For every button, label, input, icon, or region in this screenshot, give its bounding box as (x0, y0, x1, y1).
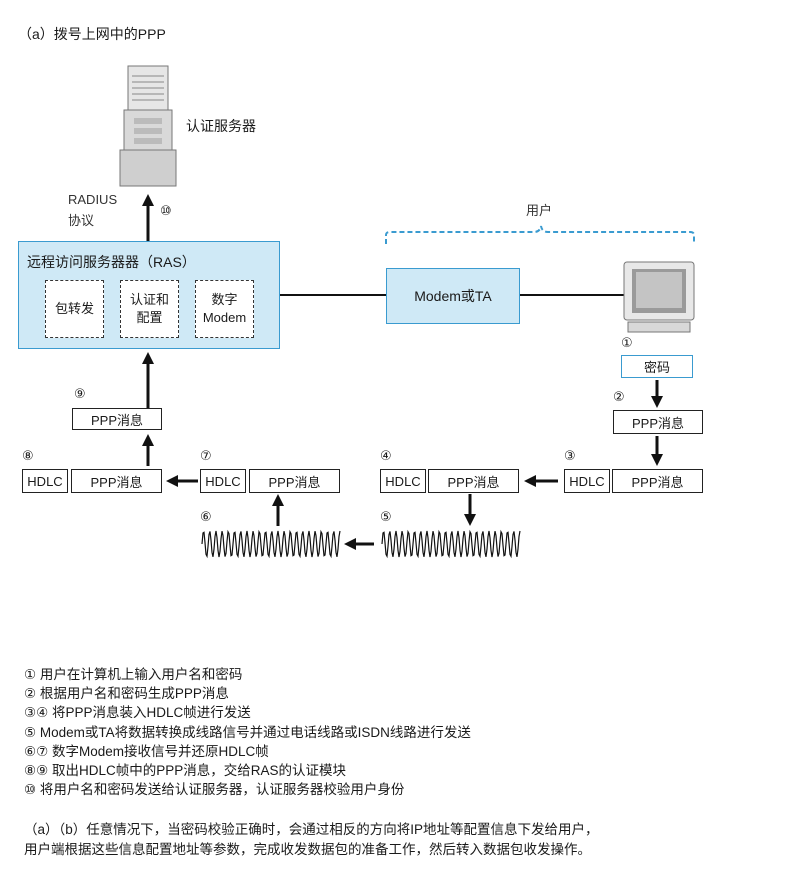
step-9: ⑨ (74, 386, 86, 401)
line-signal-waves (201, 529, 521, 559)
hdlc-7: HDLC (200, 469, 246, 493)
note-line: ① 用户在计算机上输入用户名和密码 (24, 667, 243, 682)
step-1: ① (621, 335, 633, 350)
step-10: ⑩ (160, 203, 172, 218)
hdlc-3: HDLC (564, 469, 610, 493)
hdlc-8: HDLC (22, 469, 68, 493)
user-label: 用户 (526, 203, 553, 218)
hdlc-4: HDLC (380, 469, 426, 493)
note-line: ⑤ Modem或TA将数据转换成线路信号并通过电话线路或ISDN线路进行发送 (24, 724, 471, 740)
notes-list: ① 用户在计算机上输入用户名和密码 ② 根据用户名和密码生成PPP消息 ③④ 将… (24, 665, 471, 799)
ras-module-packet-forward: 包转发 (45, 280, 104, 338)
step-3: ③ (564, 448, 576, 463)
note-line: ⑩ 将用户名和密码发送给认证服务器，认证服务器校验用户身份 (24, 782, 405, 798)
explanation-paragraph: （a）（b）任意情况下，当密码校验正确时，会通过相反的方向将IP地址等配置信息下… (24, 820, 599, 860)
ppp-message-2: PPP消息 (613, 410, 703, 434)
computer-icon (623, 261, 695, 333)
signal-wave (201, 529, 341, 559)
paragraph-line: （a）（b）任意情况下，当密码校验正确时，会通过相反的方向将IP地址等配置信息下… (24, 822, 599, 837)
radius-label: RADIUS (68, 192, 118, 207)
note-line: ② 根据用户名和密码生成PPP消息 (24, 686, 229, 702)
server-icon (119, 65, 177, 187)
note-line: ⑧⑨ 取出HDLC帧中的PPP消息，交给RAS的认证模块 (24, 763, 346, 779)
paragraph-line: 用户端根据这些信息配置地址等参数，完成收发数据包的准备工作，然后转入数据包收发操… (24, 842, 591, 857)
radius-label-2: 协议 (68, 213, 95, 228)
ras-box: 远程访问服务器器（RAS） 包转发 认证和 配置 数字 Modem (18, 241, 280, 349)
ras-module-digital-modem: 数字 Modem (195, 280, 254, 338)
note-line: ⑥⑦ 数字Modem接收信号并还原HDLC帧 (24, 743, 269, 759)
diagram-title: （a）拨号上网中的PPP (18, 26, 166, 42)
ppp-message-8: PPP消息 (71, 469, 162, 493)
ppp-message-3: PPP消息 (612, 469, 703, 493)
ppp-message-4: PPP消息 (428, 469, 519, 493)
modem-ta-box: Modem或TA (386, 268, 520, 324)
password-box: 密码 (621, 355, 693, 378)
signal-wave (381, 529, 521, 559)
step-4: ④ (380, 448, 392, 463)
step-6: ⑥ (200, 509, 212, 524)
user-brace (385, 225, 695, 244)
note-line: ③④ 将PPP消息装入HDLC帧进行发送 (24, 705, 251, 721)
ppp-message-9: PPP消息 (72, 408, 162, 430)
ras-title: 远程访问服务器器（RAS） (27, 254, 196, 270)
ppp-message-7: PPP消息 (249, 469, 340, 493)
step-7: ⑦ (200, 448, 212, 463)
auth-server-label: 认证服务器 (186, 118, 256, 134)
step-2: ② (613, 389, 625, 404)
step-8: ⑧ (22, 448, 34, 463)
ras-module-auth-config: 认证和 配置 (120, 280, 179, 338)
step-5: ⑤ (380, 509, 392, 524)
